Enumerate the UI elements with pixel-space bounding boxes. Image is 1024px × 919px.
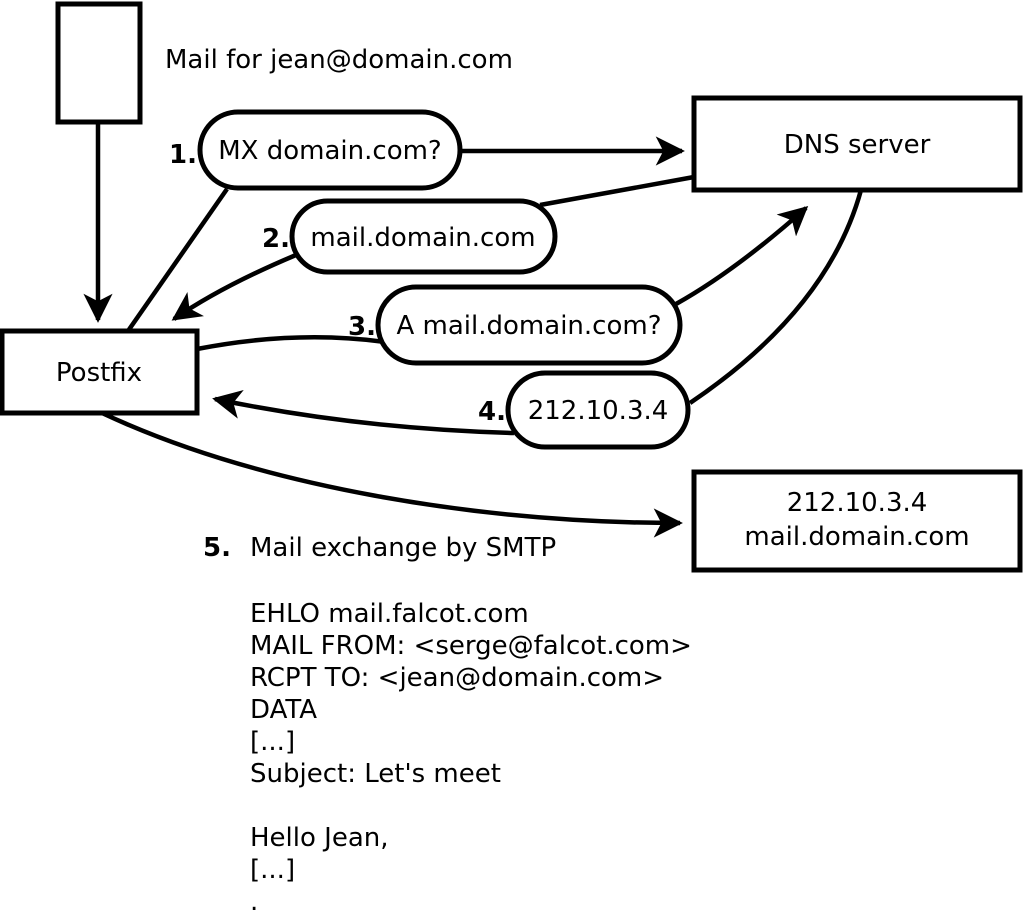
step-1-bubble: 1. MX domain.com? — [169, 109, 463, 191]
step-5-number: 5. — [203, 533, 231, 563]
smtp-session-transcript: EHLO mail.falcot.com MAIL FROM: <serge@f… — [250, 599, 692, 917]
step-4-number: 4. — [478, 397, 506, 427]
dns-server-label: DNS server — [784, 130, 931, 160]
smtp-line: Subject: Let's meet — [250, 759, 501, 789]
step-5-caption: 5. Mail exchange by SMTP — [203, 533, 556, 563]
step-2-number: 2. — [262, 224, 290, 254]
mail-server-box — [691, 469, 1023, 573]
arrow-postfix-to-mailserver — [101, 410, 683, 538]
arrow-query3-to-dns — [674, 206, 809, 306]
step-2-label: mail.domain.com — [310, 223, 535, 253]
arrow-reply4-to-postfix — [212, 390, 515, 436]
mail-server-host-label: mail.domain.com — [744, 522, 969, 552]
arrow-reply2-to-postfix — [171, 252, 297, 321]
postfix-box — [0, 328, 200, 416]
step-4-pill — [505, 370, 691, 450]
step-3-number: 3. — [348, 312, 376, 342]
smtp-line: DATA — [250, 695, 317, 725]
smtp-line: MAIL FROM: <serge@falcot.com> — [250, 631, 692, 661]
step-1-number: 1. — [169, 140, 197, 170]
line-dns-to-reply4 — [688, 189, 864, 405]
smtp-line: [...] — [250, 727, 295, 757]
mail-message-node — [55, 1, 143, 125]
dns-server-node: DNS server — [691, 95, 1023, 193]
smtp-line: EHLO mail.falcot.com — [250, 599, 529, 629]
step-1-label: MX domain.com? — [218, 136, 441, 166]
smtp-line: RCPT TO: <jean@domain.com> — [250, 663, 664, 693]
step-3-pill — [375, 284, 683, 366]
step-1-pill — [197, 109, 463, 191]
postfix-label: Postfix — [56, 358, 142, 388]
step-4-label: 212.10.3.4 — [528, 396, 669, 426]
smtp-line: Hello Jean, — [250, 823, 389, 853]
mail-server-node: 212.10.3.4 mail.domain.com — [691, 469, 1023, 573]
step-4-bubble: 4. 212.10.3.4 — [478, 370, 691, 450]
line-postfix-to-query3 — [196, 334, 393, 352]
mail-note-label: Mail for jean@domain.com — [165, 45, 513, 75]
step-3-label: A mail.domain.com? — [397, 311, 662, 341]
step-3-bubble: 3. A mail.domain.com? — [348, 284, 683, 366]
step-2-pill — [289, 198, 558, 275]
line-dns-to-reply2 — [539, 174, 695, 208]
mail-envelope-shape — [55, 1, 143, 125]
step-5-label: Mail exchange by SMTP — [250, 533, 556, 563]
smtp-line: [...] — [250, 855, 295, 885]
line-postfix-to-query1 — [126, 187, 229, 333]
step-2-bubble: 2. mail.domain.com — [262, 198, 558, 275]
dns-server-box — [691, 95, 1023, 193]
mail-server-ip-label: 212.10.3.4 — [787, 488, 928, 518]
postfix-node: Postfix — [0, 328, 200, 416]
smtp-line: . — [250, 887, 258, 917]
